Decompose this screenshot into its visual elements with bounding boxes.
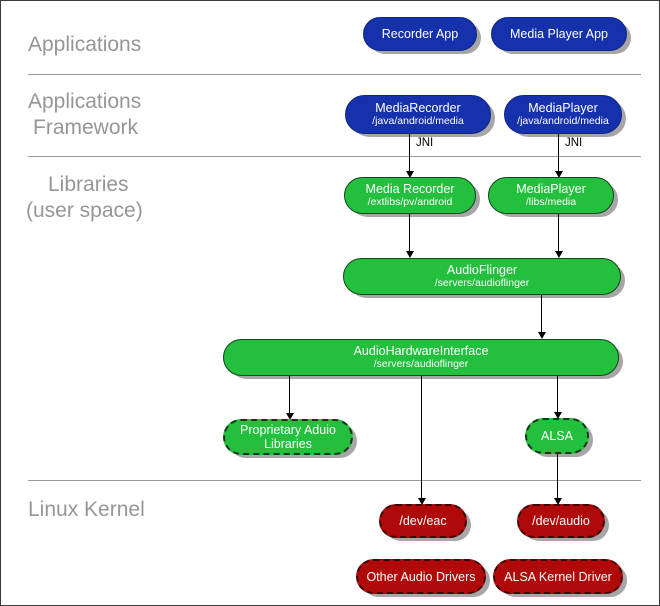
node-audio-hardware-interface-path: /servers/audioflinger: [373, 358, 469, 371]
node-media-player-library[interactable]: MediaPlayer /libs/media: [488, 177, 614, 214]
node-media-player-library-path: /libs/media: [525, 196, 577, 209]
node-audio-flinger-title: AudioFlinger: [446, 263, 518, 278]
node-recorder-app-title: Recorder App: [381, 27, 459, 41]
node-media-recorder-framework-path: /java/android/media: [372, 115, 464, 128]
layer-label-libraries-line2: (user space): [26, 199, 143, 222]
node-media-recorder-library-path: /extlibs/pv/android: [367, 196, 453, 209]
node-media-player-framework[interactable]: MediaPlayer /java/android/media: [504, 95, 622, 134]
node-dev-eac[interactable]: /dev/eac: [379, 504, 467, 538]
connector-media-player-to-audioflinger-arrow: [555, 251, 563, 258]
node-media-player-library-title: MediaPlayer: [516, 182, 586, 197]
connector-media-recorder-to-audioflinger-arrow: [406, 251, 414, 258]
connector-media-player-to-audioflinger: [558, 214, 559, 252]
node-media-player-framework-path: /java/android/media: [517, 115, 609, 128]
node-audio-hardware-interface[interactable]: AudioHardwareInterface /servers/audiofli…: [223, 339, 619, 376]
node-media-recorder-library[interactable]: Media Recorder /extlibs/pv/android: [344, 177, 476, 214]
connector-hardware-interface-to-proprietary-libs-arrow: [286, 413, 294, 420]
divider-libraries: [28, 480, 641, 481]
edge-label-jni-left: JNI: [416, 137, 434, 149]
edge-label-jni-right: JNI: [565, 137, 583, 149]
connector-alsa-to-dev-audio: [557, 454, 558, 499]
node-audio-flinger-path: /servers/audioflinger: [434, 277, 530, 290]
layer-label-linux-kernel: Linux Kernel: [28, 498, 145, 521]
node-alsa-title: ALSA: [541, 429, 573, 443]
node-dev-audio-title: /dev/audio: [532, 514, 590, 528]
connector-hardware-interface-to-alsa: [557, 376, 558, 413]
connector-hardware-interface-to-dev-eac: [421, 376, 422, 499]
node-dev-eac-title: /dev/eac: [399, 514, 447, 528]
connector-jni-right: [558, 134, 559, 173]
node-dev-audio[interactable]: /dev/audio: [517, 504, 605, 538]
connector-jni-left: [409, 134, 410, 173]
node-audio-flinger[interactable]: AudioFlinger /servers/audioflinger: [343, 258, 621, 295]
node-other-audio-drivers-title: Other Audio Drivers: [366, 569, 476, 584]
connector-alsa-to-dev-audio-arrow: [554, 498, 562, 505]
connector-hardware-interface-to-alsa-arrow: [554, 412, 562, 419]
node-media-player-app-title: Media Player App: [510, 27, 608, 41]
node-recorder-app[interactable]: Recorder App: [363, 17, 477, 51]
node-proprietary-audio-libraries-title-line2: Libraries: [264, 437, 312, 451]
divider-applications: [28, 74, 641, 75]
node-alsa-kernel-driver[interactable]: ALSA Kernel Driver: [493, 559, 623, 594]
connector-audioflinger-to-hardware-interface-arrow: [538, 332, 546, 339]
layer-label-applications: Applications: [28, 33, 142, 56]
node-media-recorder-framework-title: MediaRecorder: [375, 101, 461, 116]
node-alsa[interactable]: ALSA: [525, 418, 589, 454]
divider-framework: [28, 156, 641, 157]
node-media-recorder-library-title: Media Recorder: [365, 182, 455, 197]
node-other-audio-drivers[interactable]: Other Audio Drivers: [356, 559, 486, 594]
connector-audioflinger-to-hardware-interface: [541, 295, 542, 333]
node-media-recorder-framework[interactable]: MediaRecorder /java/android/media: [345, 95, 491, 134]
connector-jni-right-arrow: [555, 171, 563, 178]
connector-hardware-interface-to-proprietary-libs: [289, 376, 290, 414]
node-proprietary-audio-libraries[interactable]: Proprietary Aduio Libraries: [223, 419, 353, 455]
node-media-player-framework-title: MediaPlayer: [528, 101, 598, 116]
layer-label-applications-framework-line1: Applications: [28, 90, 142, 113]
connector-hardware-interface-to-dev-eac-arrow: [418, 498, 426, 505]
layer-label-applications-framework-line2: Framework: [33, 116, 139, 139]
node-media-player-app[interactable]: Media Player App: [491, 17, 627, 51]
connector-media-recorder-to-audioflinger: [409, 214, 410, 252]
node-audio-hardware-interface-title: AudioHardwareInterface: [353, 344, 489, 359]
node-proprietary-audio-libraries-title: Proprietary Aduio: [240, 423, 336, 437]
node-alsa-kernel-driver-title: ALSA Kernel Driver: [504, 569, 612, 584]
connector-jni-left-arrow: [406, 171, 414, 178]
layer-label-libraries-line1: Libraries: [48, 173, 129, 196]
